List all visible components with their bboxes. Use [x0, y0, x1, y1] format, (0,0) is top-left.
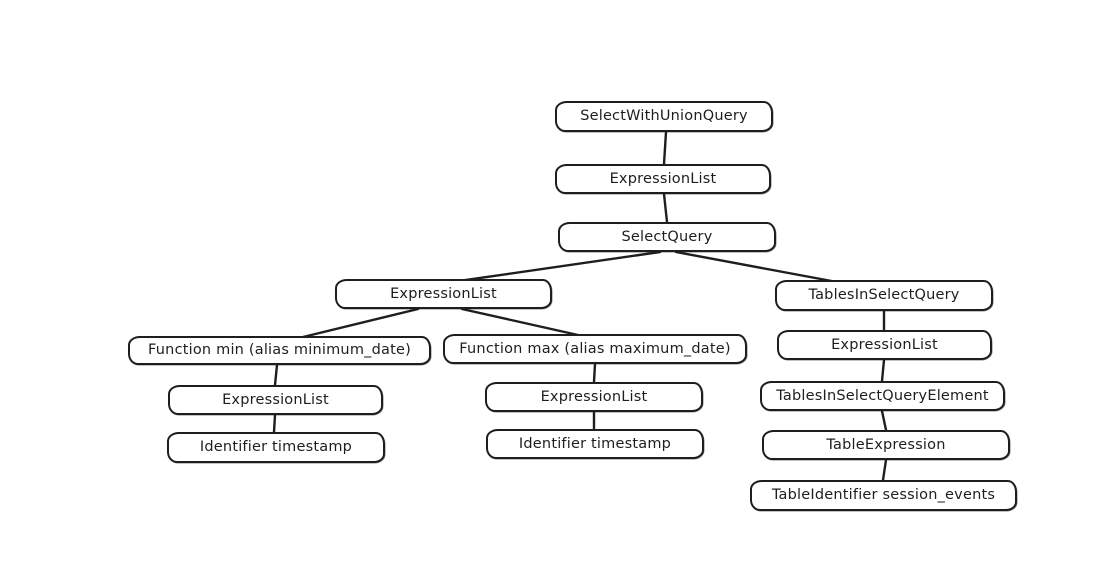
edge-table-expression--table-identifier: [881, 458, 888, 482]
edge-expression-list-min--identifier-timestamp-min: [272, 413, 277, 434]
tree-node-label: Identifier timestamp: [518, 435, 672, 452]
edge-expression-list-tables--tables-in-select-query-element: [880, 358, 886, 383]
tree-node-label: ExpressionList: [609, 170, 717, 187]
tree-node-label: SelectWithUnionQuery: [580, 108, 748, 125]
tree-node-label: TablesInSelectQuery: [808, 287, 960, 304]
tree-node-label: TableIdentifier session_events: [771, 487, 996, 504]
tree-node-label: Identifier timestamp: [199, 439, 353, 456]
tree-node-function-max: Function max (alias maximum_date): [443, 334, 747, 364]
edge-tables-in-select-query-element--table-expression: [880, 409, 888, 432]
tree-node-label: ExpressionList: [540, 388, 648, 405]
tree-node-identifier-timestamp-max: Identifier timestamp: [486, 429, 704, 459]
tree-node-expression-list-root: ExpressionList: [555, 164, 771, 194]
edge-function-min--expression-list-min: [273, 363, 279, 387]
edge-expression-list-select--function-min: [301, 307, 420, 339]
tree-node-expression-list-tables: ExpressionList: [777, 330, 992, 360]
tree-node-select-query: SelectQuery: [558, 222, 776, 252]
tree-node-identifier-timestamp-min: Identifier timestamp: [167, 432, 385, 463]
tree-node-tables-in-select-query: TablesInSelectQuery: [775, 280, 993, 311]
tree-node-label: SelectQuery: [621, 228, 713, 245]
edge-expression-list-root--select-query: [662, 192, 669, 224]
tree-node-expression-list-min: ExpressionList: [168, 385, 383, 415]
edge-select-with-union-query--expression-list-root: [662, 130, 668, 166]
edge-select-query--expression-list-select: [450, 250, 662, 284]
tree-node-function-min: Function min (alias minimum_date): [128, 336, 431, 365]
tree-node-expression-list-max: ExpressionList: [485, 382, 703, 412]
tree-node-label: Function max (alias maximum_date): [459, 340, 731, 357]
tree-node-label: ExpressionList: [222, 391, 329, 408]
tree-node-tables-in-select-query-element: TablesInSelectQueryElement: [760, 381, 1005, 411]
tree-node-label: Function min (alias minimum_date): [148, 342, 411, 359]
edge-expression-list-select--function-max: [460, 307, 580, 337]
tree-node-label: ExpressionList: [831, 336, 938, 353]
tree-node-label: TableExpression: [826, 436, 946, 453]
tree-node-table-identifier: TableIdentifier session_events: [750, 480, 1017, 511]
edge-function-max--expression-list-max: [592, 362, 597, 384]
tree-node-table-expression: TableExpression: [762, 430, 1010, 460]
tree-node-label: TablesInSelectQueryElement: [776, 387, 989, 404]
tree-node-expression-list-select: ExpressionList: [335, 279, 552, 309]
tree-node-select-with-union-query: SelectWithUnionQuery: [555, 101, 773, 132]
tree-node-label: ExpressionList: [390, 285, 497, 302]
